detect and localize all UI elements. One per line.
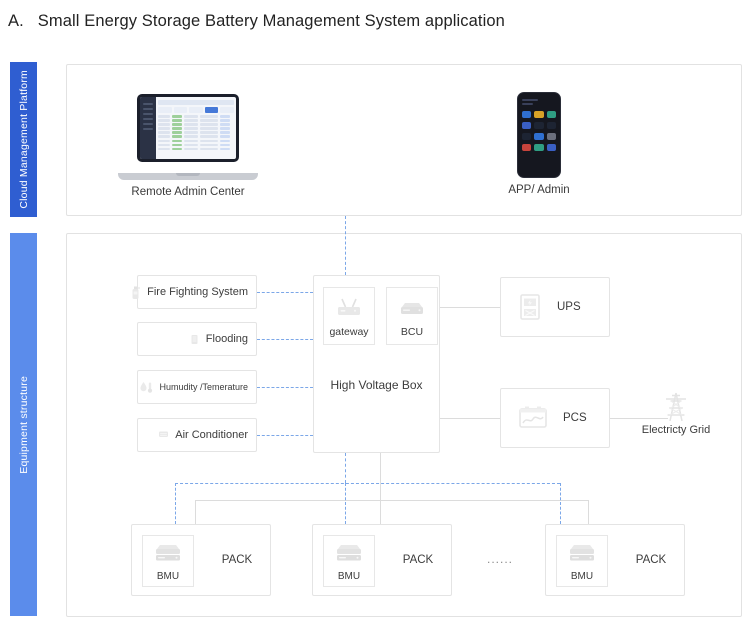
connector-flooding-to-hv <box>257 339 313 340</box>
connector-hv-to-pcs <box>440 418 500 419</box>
fire-extinguisher-icon <box>129 285 142 300</box>
pack-bus-solid <box>195 500 588 501</box>
node-electricity-grid-label: Electricty Grid <box>641 424 711 436</box>
node-pack[interactable]: BMU PACK <box>312 524 452 596</box>
connector-hv-down-solid <box>380 453 381 524</box>
node-gateway-label: gateway <box>329 326 369 338</box>
app-admin-caption: APP/ Admin <box>508 184 570 196</box>
battery-stack-icon <box>332 541 366 567</box>
connector-bus-to-pack-3-solid <box>588 500 589 524</box>
connector-cloud-to-equipment <box>345 216 346 275</box>
node-air-conditioner-label: Air Conditioner <box>175 429 248 441</box>
node-pack-label: PACK <box>221 554 253 566</box>
node-high-voltage-box-label: High Voltage Box <box>330 378 423 392</box>
node-gateway[interactable]: gateway <box>323 287 375 345</box>
connector-bus-to-pack-3-dashed <box>560 483 561 524</box>
node-flooding-label: Flooding <box>205 333 248 345</box>
node-pack[interactable]: BMU PACK <box>131 524 271 596</box>
node-bmu[interactable]: BMU <box>142 535 194 587</box>
node-bmu-label: BMU <box>156 571 180 582</box>
node-pack-label: PACK <box>635 554 667 566</box>
node-fire-fighting-system[interactable]: Fire Fighting System <box>132 275 257 309</box>
connector-bus-to-pack-1-dashed <box>175 483 176 524</box>
node-fire-fighting-system-label: Fire Fighting System <box>147 286 248 298</box>
node-pcs[interactable]: PCS <box>500 388 610 448</box>
laptop-icon <box>118 94 258 180</box>
server-unit-icon <box>397 298 427 320</box>
node-bmu[interactable]: BMU <box>556 535 608 587</box>
sidebar-tab-cloud-management-platform[interactable]: Cloud Management Platform <box>10 62 37 217</box>
node-pack[interactable]: BMU PACK <box>545 524 685 596</box>
node-pack-label: PACK <box>402 554 434 566</box>
page-title: A. Small Energy Storage Battery Manageme… <box>8 6 708 36</box>
node-bcu-label: BCU <box>400 326 424 338</box>
air-conditioner-icon <box>157 428 170 443</box>
node-ups[interactable]: UPS <box>500 277 610 337</box>
sidebar-tab-equipment-label: Equipment structure <box>17 375 30 474</box>
node-electricity-grid[interactable]: Electricty Grid <box>630 392 722 436</box>
page-title-text: Small Energy Storage Battery Management … <box>37 11 505 30</box>
connector-pcs-to-grid <box>610 418 668 419</box>
battery-stack-icon <box>565 541 599 567</box>
sidebar-tab-cloud-label: Cloud Management Platform <box>17 70 30 209</box>
node-humidity-temperature[interactable]: Humudity /Temerature <box>137 370 257 404</box>
water-sensor-icon <box>188 332 201 347</box>
connector-hv-to-ups <box>440 307 500 308</box>
pack-bus-dashed <box>175 483 560 484</box>
remote-admin-center-caption: Remote Admin Center <box>131 186 245 198</box>
connector-hv-down-dashed <box>345 453 346 483</box>
node-bmu-label: BMU <box>337 571 361 582</box>
node-humidity-temperature-label: Humudity /Temerature <box>159 382 248 392</box>
node-air-conditioner[interactable]: Air Conditioner <box>137 418 257 452</box>
node-pcs-label: PCS <box>563 412 587 424</box>
humidity-temperature-icon <box>139 380 154 395</box>
battery-stack-icon <box>151 541 185 567</box>
page-title-marker: A. <box>8 11 24 30</box>
connector-fire-fighting-to-hv <box>257 292 313 293</box>
node-bmu-label: BMU <box>570 571 594 582</box>
node-bmu[interactable]: BMU <box>323 535 375 587</box>
remote-admin-center-node[interactable]: Remote Admin Center <box>104 94 272 198</box>
connector-humidity-to-hv <box>257 387 313 388</box>
node-ups-label: UPS <box>557 301 581 313</box>
connector-bus-to-pack-1-solid <box>195 500 196 524</box>
node-high-voltage-box[interactable]: gateway BCU High Voltage Box <box>313 275 440 453</box>
connector-air-conditioner-to-hv <box>257 435 313 436</box>
router-icon <box>334 297 364 321</box>
connector-bus-to-pack-2-dashed <box>345 483 346 524</box>
pack-ellipsis: ...... <box>486 552 513 566</box>
app-admin-node[interactable]: APP/ Admin <box>470 92 608 196</box>
sidebar-tab-equipment-structure[interactable]: Equipment structure <box>10 233 37 616</box>
node-bcu[interactable]: BCU <box>386 287 438 345</box>
pcs-icon <box>517 404 549 432</box>
ups-icon <box>517 292 543 322</box>
node-flooding[interactable]: Flooding <box>137 322 257 356</box>
transmission-tower-icon <box>661 392 691 422</box>
smartphone-icon <box>517 92 561 178</box>
